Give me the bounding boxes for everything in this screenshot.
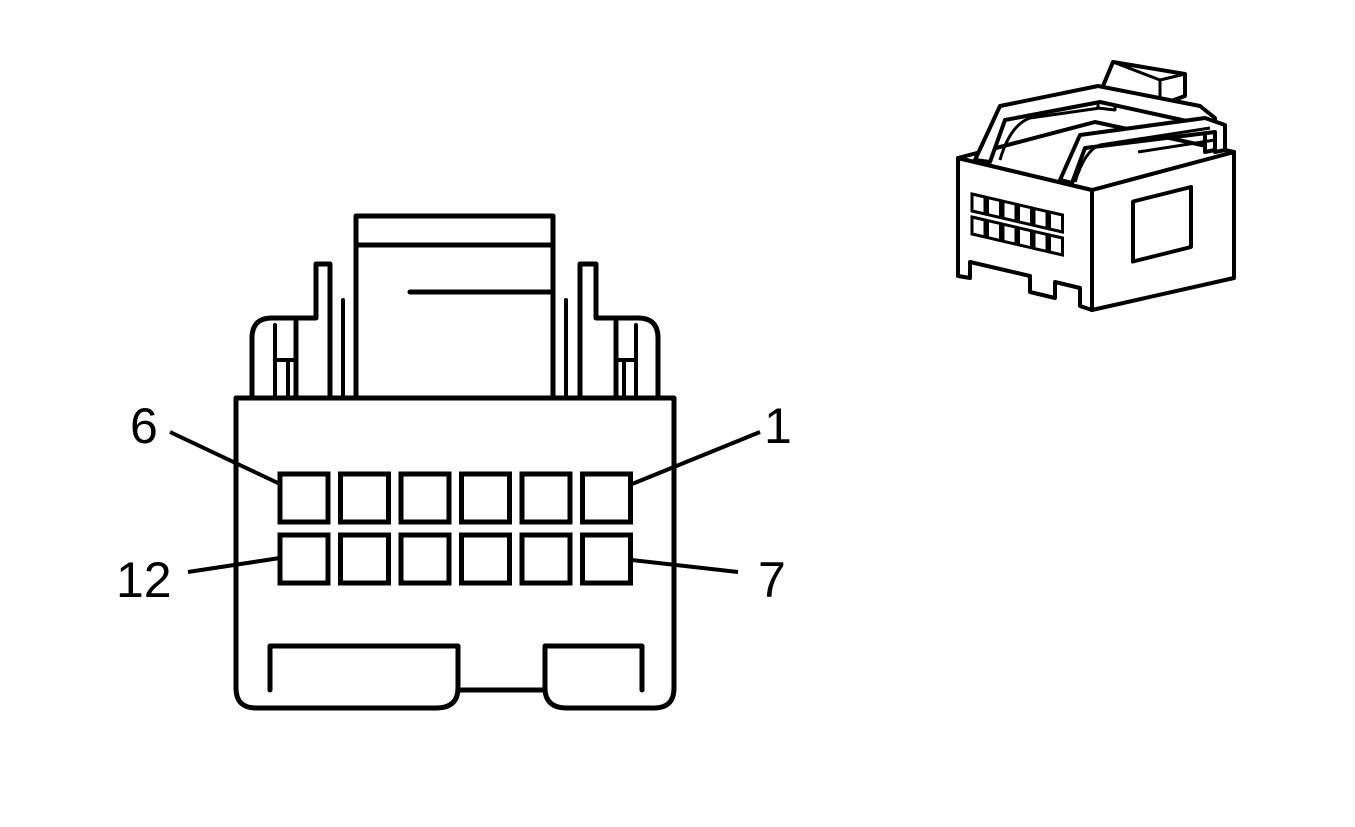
leader-pin-12	[187, 556, 281, 574]
pin-cavity	[398, 532, 452, 586]
pin-cavity	[277, 471, 331, 525]
iso-pin-cavity	[970, 215, 987, 239]
pin-cavity	[338, 532, 391, 586]
left-ear	[249, 315, 299, 401]
pin-cavity	[277, 532, 331, 586]
connector-isometric-view	[956, 60, 1236, 312]
iso-rail-lines	[998, 106, 1216, 183]
leader-pin-6	[169, 430, 281, 486]
iso-pin-grid	[970, 192, 1064, 257]
iso-pin-cavity	[1048, 210, 1064, 234]
leader-pin-1	[631, 430, 761, 486]
pin-cavity	[459, 471, 512, 525]
connector-face-view: 6 1 12 7	[116, 213, 792, 711]
iso-pin-cavity	[1017, 225, 1033, 250]
right-ear-inner	[614, 323, 638, 400]
iso-pin-cavity	[1032, 206, 1049, 231]
pin-cavity	[398, 471, 452, 525]
left-ear-inner	[273, 323, 298, 400]
pin-cavity	[519, 532, 573, 586]
left-rail	[293, 261, 339, 401]
iso-pin-cavity	[1048, 233, 1064, 257]
pin-cavity	[580, 471, 633, 525]
iso-pin-cavity	[986, 218, 1002, 243]
right-ear	[613, 315, 661, 401]
pin-cavity	[580, 532, 633, 586]
right-rail	[569, 261, 619, 401]
latch-outline	[333, 213, 575, 401]
iso-side-window	[1131, 184, 1193, 264]
iso-pin-cavity	[970, 192, 987, 216]
pin-label-12: 12	[116, 552, 172, 608]
iso-rail-left	[973, 84, 1217, 164]
bottom-slot-right	[542, 643, 645, 693]
pin-label-1: 1	[764, 398, 792, 454]
bottom-slot-left	[267, 643, 461, 693]
iso-pin-cavity	[1017, 202, 1033, 227]
pin-label-6: 6	[130, 398, 158, 454]
pin-cavity-grid	[277, 471, 633, 586]
iso-pin-cavity	[1032, 229, 1049, 254]
pin-label-7: 7	[758, 552, 786, 608]
iso-pin-cavity	[1001, 222, 1018, 247]
pin-cavity	[519, 471, 573, 525]
iso-pin-cavity	[986, 195, 1002, 220]
pin-cavity	[338, 471, 391, 525]
pin-cavity	[459, 532, 512, 586]
leader-pin-7	[631, 558, 739, 574]
iso-pin-cavity	[1001, 199, 1018, 224]
iso-rail-right	[1058, 116, 1227, 185]
